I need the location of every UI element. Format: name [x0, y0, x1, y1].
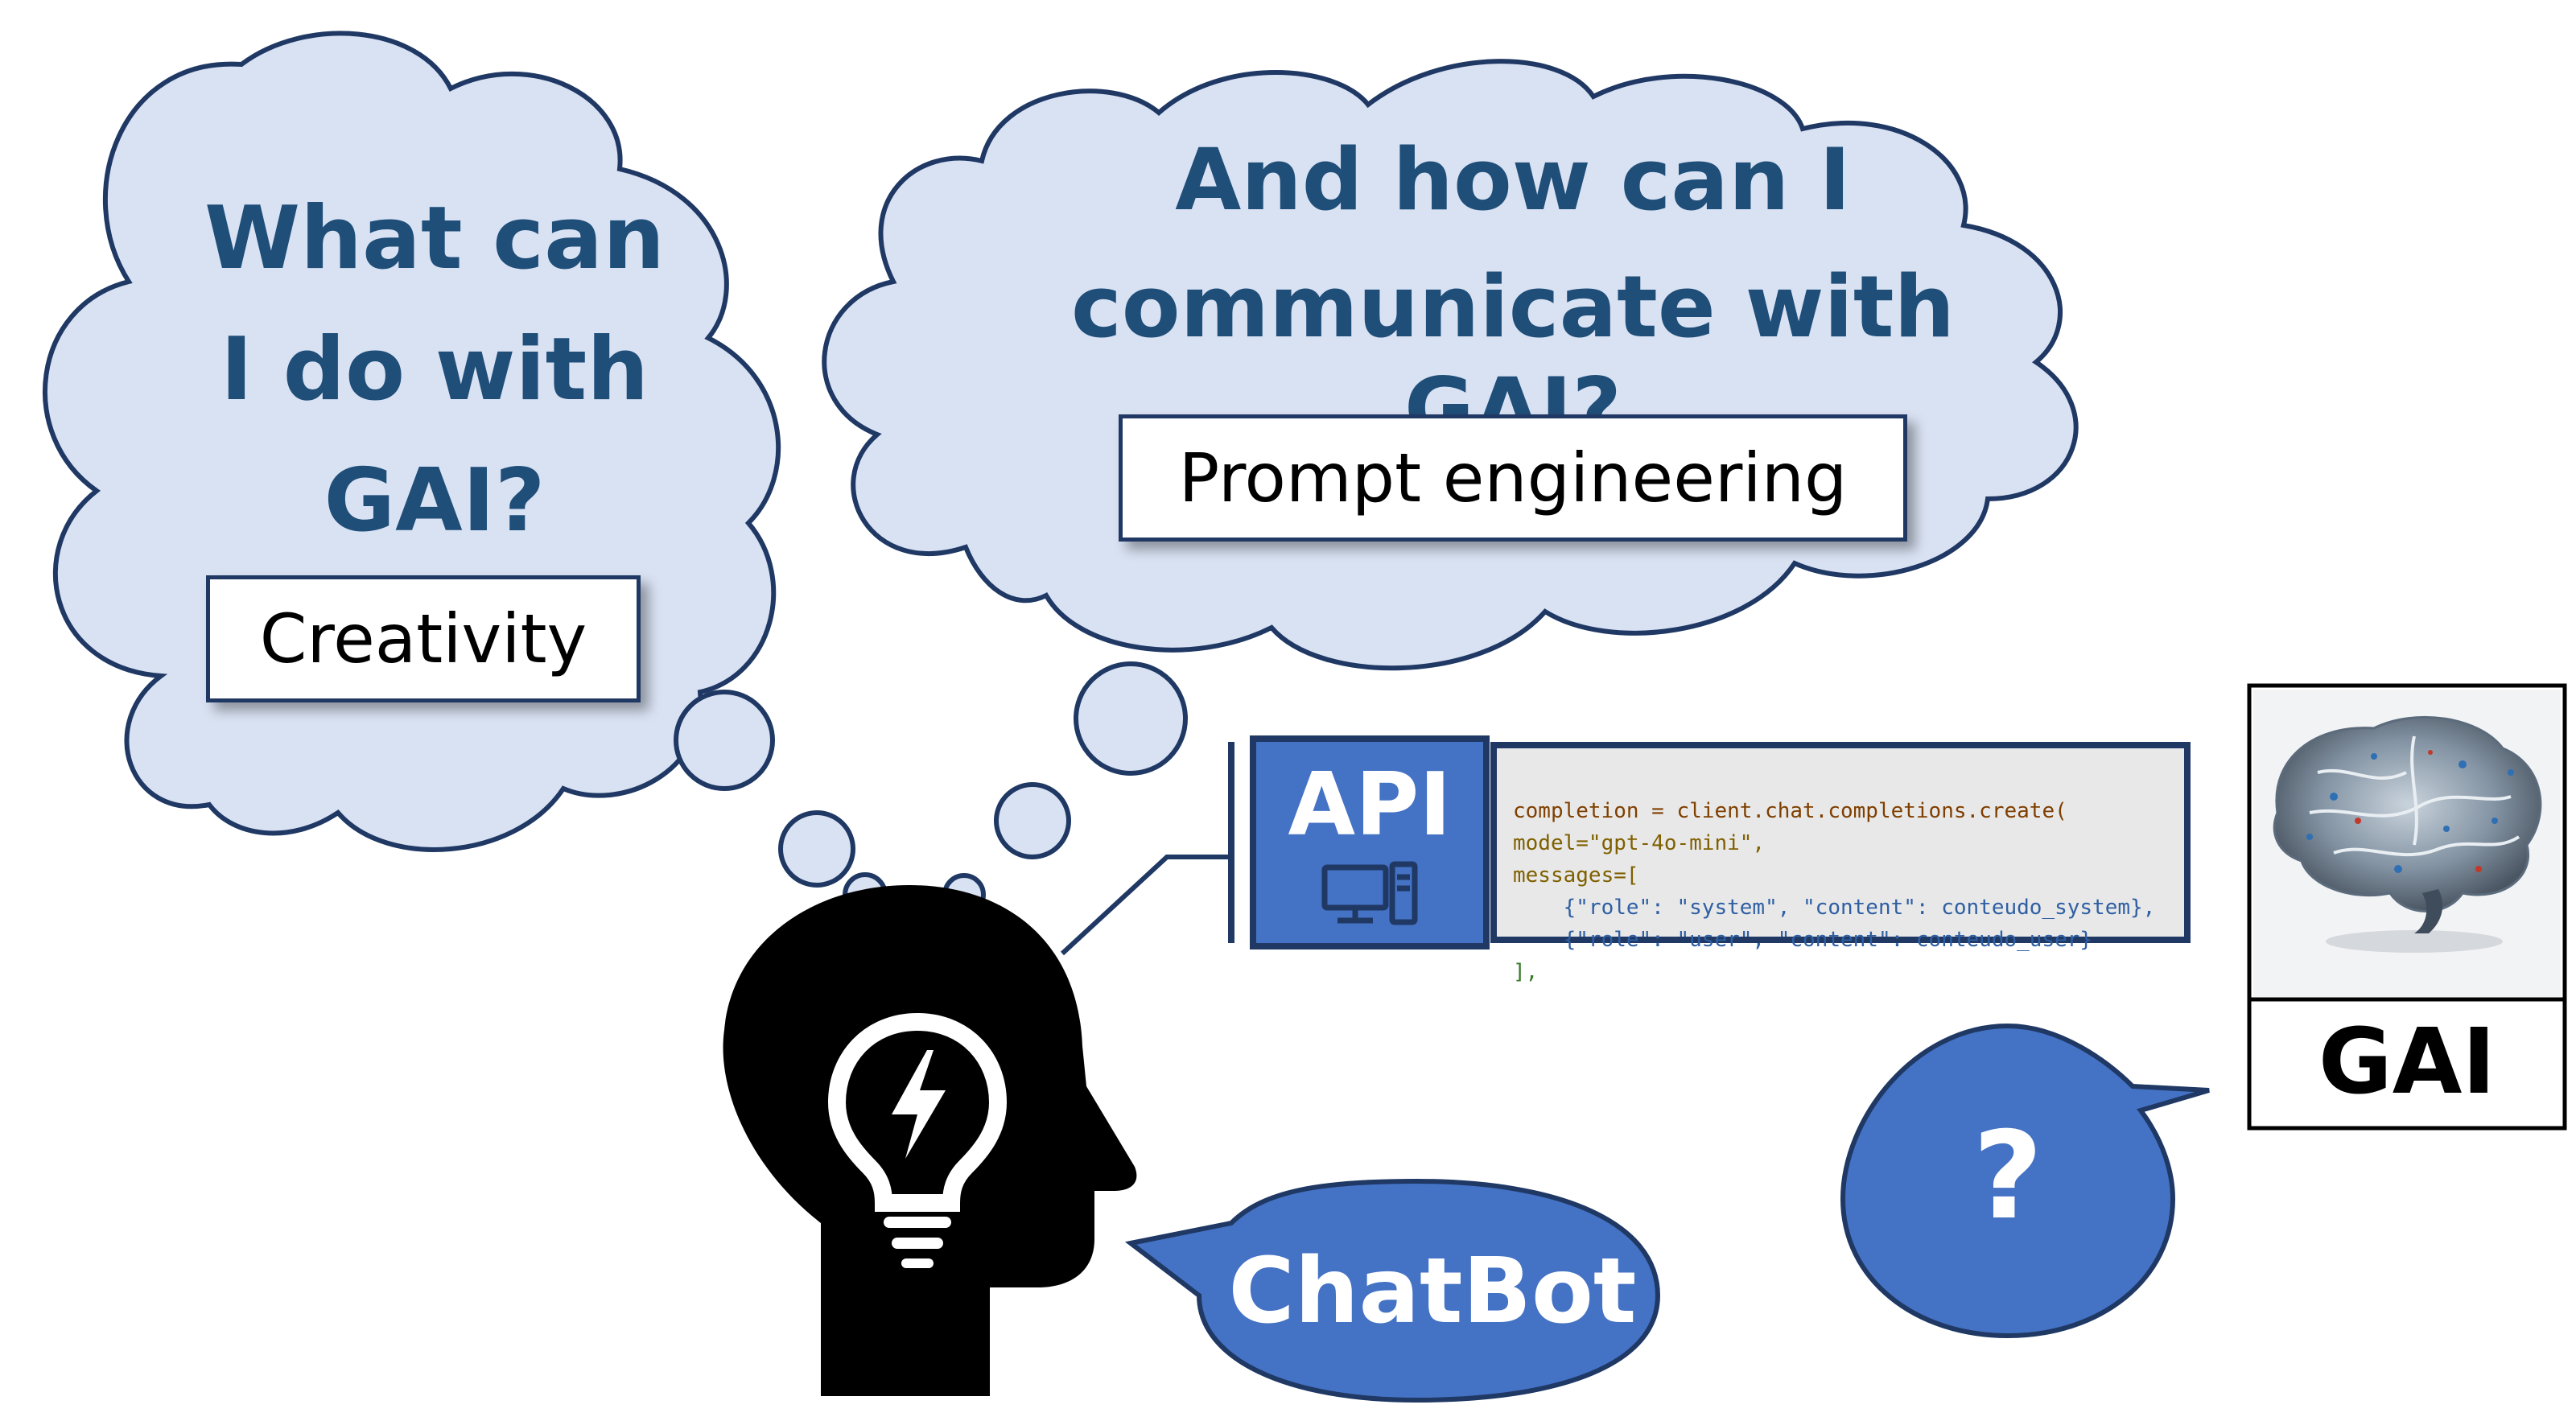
gai-label: GAI	[2318, 1010, 2496, 1114]
prompt-engineering-label: Prompt engineering	[1119, 414, 1907, 542]
thought-bubble-dot	[778, 810, 855, 888]
left-question-line-1: What can	[204, 188, 665, 289]
api-label: API	[1288, 755, 1452, 855]
code-snippet: completion = client.chat.completions.cre…	[1490, 742, 2191, 984]
chatbot-bubble	[1124, 1178, 1661, 1403]
question-bubble	[1840, 1023, 2210, 1339]
code-line: completion = client.chat.completions.cre…	[1513, 799, 2067, 823]
creativity-label: Creativity	[206, 575, 641, 702]
lightning-icon	[892, 1050, 946, 1159]
api-connector-line	[1060, 855, 1231, 956]
head-with-lightbulb-icon	[723, 885, 1137, 1396]
left-question-line-3: GAI?	[324, 451, 546, 551]
thought-bubble-dot	[1074, 661, 1188, 776]
brain-circuit-image	[2253, 690, 2561, 997]
chatbot-label: ChatBot	[1228, 1239, 1637, 1344]
code-line: {"role": "user", "content": conteudo_use…	[1513, 928, 2093, 952]
left-question-line-2: I do with	[220, 319, 649, 420]
right-question-line-1: And how can I	[1175, 130, 1851, 229]
code-line: model="gpt-4o-mini",	[1513, 831, 1766, 855]
thought-bubble-dot	[674, 690, 775, 791]
code-line: ],	[1513, 960, 1539, 984]
code-line: messages=[	[1513, 863, 1639, 888]
computer-icon	[1321, 861, 1418, 925]
thought-bubble-dot	[994, 782, 1071, 859]
question-mark-label: ?	[1972, 1106, 2043, 1246]
code-line: {"role": "system", "content": conteudo_s…	[1513, 896, 2156, 920]
api-box	[1250, 735, 1490, 949]
